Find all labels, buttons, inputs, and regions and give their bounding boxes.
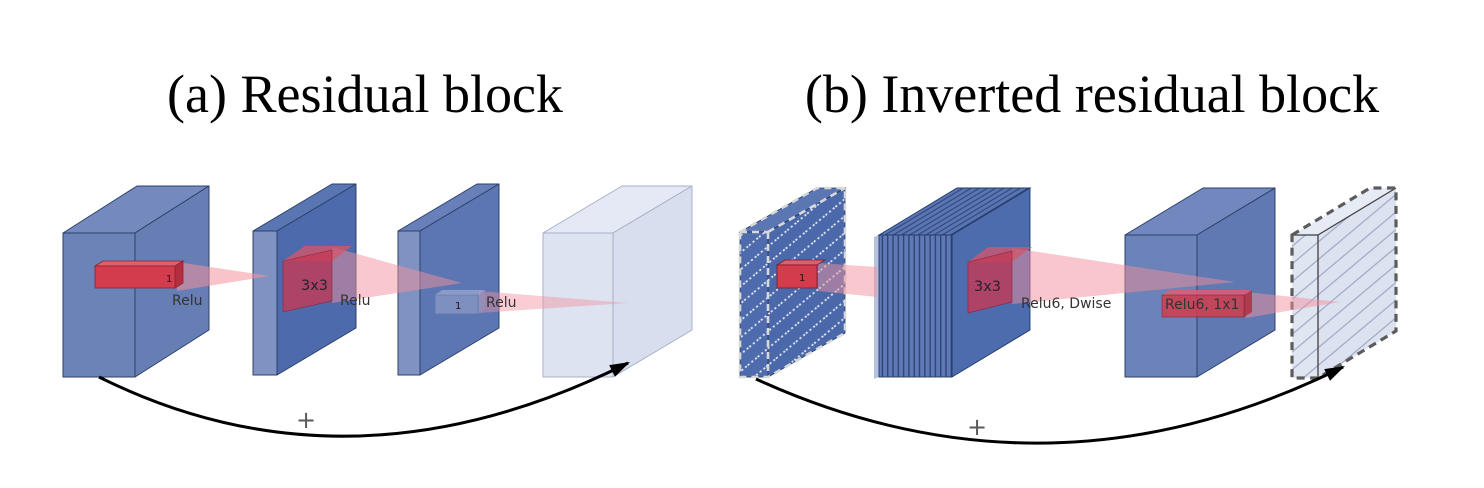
conv-cone-a3 (479, 291, 628, 313)
title-residual-block: (a) Residual block (167, 64, 563, 124)
activation-label-relu-2: Relu (340, 293, 370, 309)
dashed-border (738, 186, 847, 379)
conv-b2-3x3-dwise-kernel: 3x3 (967, 247, 1235, 314)
skip-arrow-curve (755, 365, 1344, 445)
conv-cone-a1 (177, 262, 270, 291)
arrowhead (1324, 366, 1345, 381)
kernel-size-label: 1 (455, 301, 461, 312)
conv-b3-1x1-projection-kernel: Relu6, 1x1 (1161, 290, 1340, 318)
kernel-size-label: 3x3 (974, 279, 1001, 295)
dashed-border (1290, 186, 1398, 380)
kernel-size-label: 1 (166, 274, 172, 285)
kernel-size-label: 3x3 (301, 278, 328, 294)
skip-connection-a (98, 361, 630, 438)
block-b4-output-bottleneck (1290, 186, 1398, 380)
skip-arrow-curve (98, 361, 629, 438)
conv-cone-b2 (1012, 248, 1235, 304)
activation-label-relu-1: Relu (172, 293, 202, 309)
activation-label-relu6-dwise: Relu6, Dwise (1021, 296, 1111, 312)
elementwise-add-symbol-a: + (296, 406, 316, 434)
conv-a1-1x1-kernel: 1 (93, 260, 270, 291)
slice-lines-front (879, 235, 952, 377)
diagram-b-inverted-residual-block: 1 3x3 Relu6, Dwise Relu6, 1x1 + (738, 186, 1398, 445)
hatch-overlay (1318, 188, 1396, 378)
conv-a3-1x1-kernel: 1 (434, 290, 628, 315)
conv-cone-b3 (1246, 292, 1340, 318)
kernel-size-label: 1 (799, 273, 805, 284)
conv-b1-1x1-expansion-kernel: 1 (775, 259, 877, 297)
conv-cone-a2 (332, 247, 462, 303)
activation-label-relu-3: Relu (486, 295, 516, 311)
title-inverted-residual-block: (b) Inverted residual block (805, 64, 1379, 124)
block-b3-expanded-tensor (1124, 187, 1276, 378)
skip-connection-b (755, 365, 1345, 445)
conv-a2-3x3-kernel: 3x3 (282, 246, 462, 313)
activation-label-relu6-1x1: Relu6, 1x1 (1165, 297, 1239, 313)
block-a4-output-tensor (542, 185, 693, 378)
arrowhead (609, 362, 630, 377)
elementwise-add-symbol-b: + (967, 413, 987, 441)
slice-lines-top (879, 188, 1030, 235)
conv-beam-b1 (818, 263, 877, 297)
diagram-a-residual-block: 1 Relu 3x3 Relu 1 Relu + (62, 183, 693, 438)
